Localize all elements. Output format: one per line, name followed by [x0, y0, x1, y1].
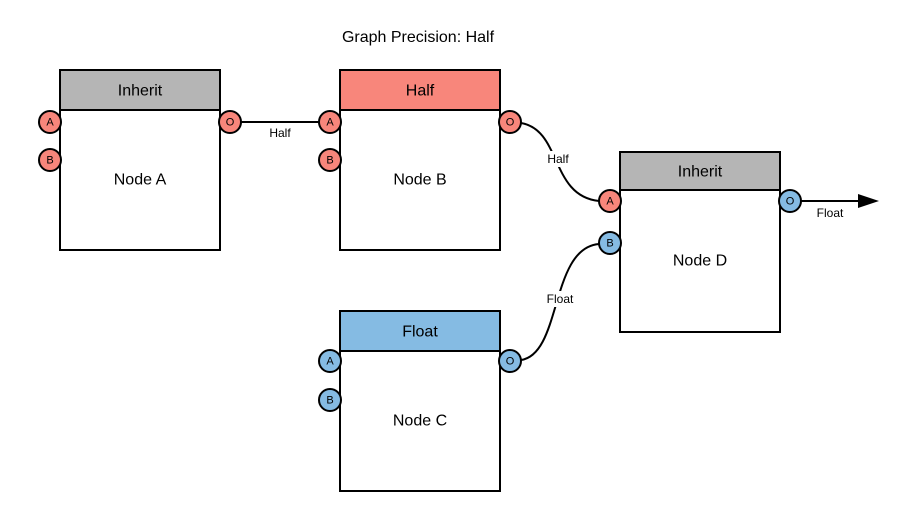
node-c-name: Node C [393, 413, 447, 430]
port-letter: B [606, 238, 613, 250]
node-d-name: Node D [673, 253, 727, 270]
node-a-header [59, 69, 221, 111]
port-circle [598, 189, 622, 213]
port-letter: O [226, 117, 235, 129]
port-circle [318, 388, 342, 412]
edge-label-background [538, 291, 582, 307]
port-letter: A [326, 356, 334, 368]
node-d-header [619, 151, 781, 191]
port-circle [498, 110, 522, 134]
node-c-header-label: Float [402, 324, 438, 341]
node-b-port-o[interactable]: O [498, 110, 522, 134]
port-letter: A [46, 117, 54, 129]
node-a-header-label: Inherit [118, 83, 163, 100]
graph-output-arrow-label: Float [817, 206, 844, 220]
node-c-port-a[interactable]: A [318, 349, 342, 373]
node-b-name: Node B [393, 172, 446, 189]
port-circle [38, 110, 62, 134]
port-letter: O [786, 196, 795, 208]
port-circle [38, 148, 62, 172]
node-c-port-b[interactable]: B [318, 388, 342, 412]
node-b-header-label: Half [406, 83, 435, 100]
port-circle [598, 231, 622, 255]
port-circle [218, 110, 242, 134]
port-circle [318, 110, 342, 134]
node-d-port-o[interactable]: O [778, 189, 802, 213]
graph-output-arrowhead [858, 194, 879, 208]
edge-node-a-to-node-b-label: Half [262, 125, 298, 141]
port-circle [318, 349, 342, 373]
node-a-port-o[interactable]: O [218, 110, 242, 134]
node-a-name: Node A [114, 172, 167, 189]
edge-label-background [262, 125, 298, 141]
diagram-title: Graph Precision: Half [342, 29, 495, 46]
node-b-port-a[interactable]: A [318, 110, 342, 134]
node-a-port-b[interactable]: B [38, 148, 62, 172]
node-b-port-b[interactable]: B [318, 148, 342, 172]
port-letter: A [326, 117, 334, 129]
port-letter: O [506, 356, 515, 368]
edge-label-text: Half [269, 126, 291, 140]
port-letter: B [326, 395, 333, 407]
node-a-port-a[interactable]: A [38, 110, 62, 134]
node-c-port-o[interactable]: O [498, 349, 522, 373]
edge-label-text: Float [547, 292, 574, 306]
edge-label-background [540, 151, 576, 167]
node-c-header [339, 310, 501, 352]
node-d-port-b[interactable]: B [598, 231, 622, 255]
port-letter: B [326, 155, 333, 167]
port-letter: B [46, 155, 53, 167]
port-letter: A [606, 196, 614, 208]
node-d-port-a[interactable]: A [598, 189, 622, 213]
port-circle [498, 349, 522, 373]
port-circle [318, 148, 342, 172]
graph-output-arrow[interactable]: Float [801, 194, 879, 220]
node-b-header [339, 69, 501, 111]
port-letter: O [506, 117, 515, 129]
edge-node-c-to-node-d-label: Float [538, 291, 582, 307]
edge-label-text: Half [547, 152, 569, 166]
edge-node-b-to-node-d-label: Half [540, 151, 576, 167]
node-d-header-label: Inherit [678, 164, 723, 181]
